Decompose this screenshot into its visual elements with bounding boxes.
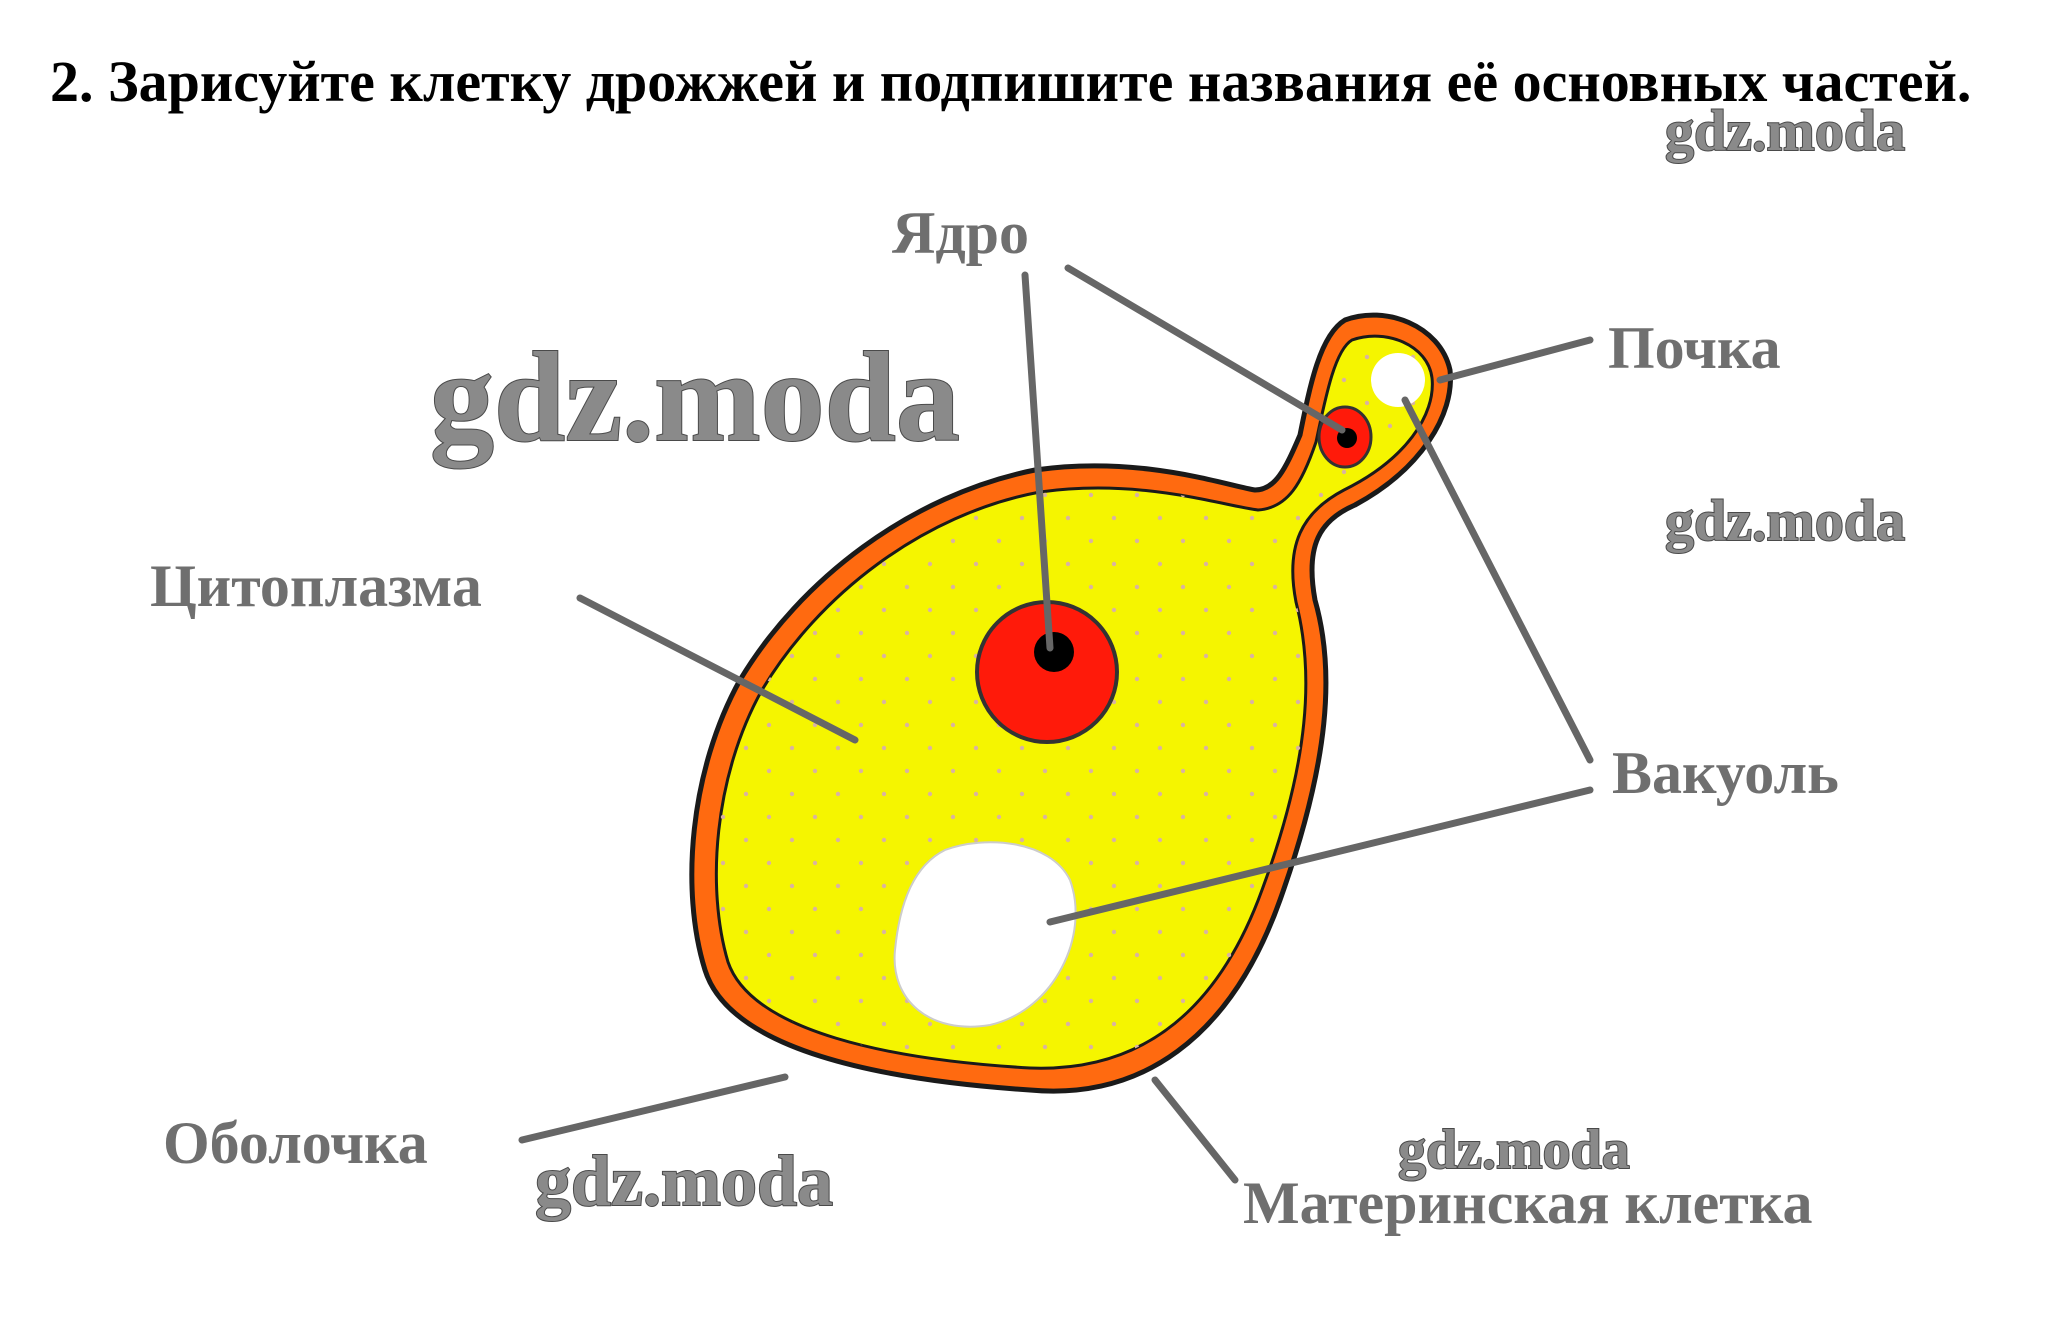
leader-line-vacuole-main xyxy=(1046,786,1594,926)
task-title: 2. Зарисуйте клетку дрожжей и подпишите … xyxy=(50,49,1972,114)
watermark: gdz.moda xyxy=(1665,98,1905,163)
watermark: gdz.moda xyxy=(1398,1119,1630,1181)
watermark: gdz.moda xyxy=(1665,488,1905,553)
label-nucleus: Ядро xyxy=(892,200,1029,266)
label-membrane: Оболочка xyxy=(163,1110,428,1176)
label-vacuole: Вакуоль xyxy=(1612,740,1839,806)
nucleolus xyxy=(1034,632,1074,672)
leader-line-bud xyxy=(1436,336,1594,384)
vacuole xyxy=(893,841,1077,1028)
leader-lines xyxy=(518,264,1594,1184)
diagram-labels: Ядро Почка Цитоплазма Вакуоль Оболочка М… xyxy=(150,200,1839,1236)
watermarks: gdz.moda gdz.moda gdz.moda gdz.moda gdz.… xyxy=(429,97,1906,1222)
leader-line-vacuole-bud xyxy=(1401,396,1594,764)
watermark: gdz.moda xyxy=(430,326,960,468)
label-mother-cell: Материнская клетка xyxy=(1243,1170,1812,1236)
label-bud: Почка xyxy=(1608,315,1781,381)
yeast-cell xyxy=(689,312,1453,1094)
leader-line-nucleus-bud xyxy=(1064,264,1346,434)
leader-line-cytoplasm xyxy=(576,594,859,744)
leader-line-membrane xyxy=(518,1073,789,1144)
label-cytoplasm: Цитоплазма xyxy=(150,553,482,619)
leader-line-nucleus-main xyxy=(1021,271,1054,652)
leader-line-mother-cell xyxy=(1151,1076,1239,1184)
bud-vacuole xyxy=(1371,353,1425,407)
watermark: gdz.moda xyxy=(535,1141,833,1221)
